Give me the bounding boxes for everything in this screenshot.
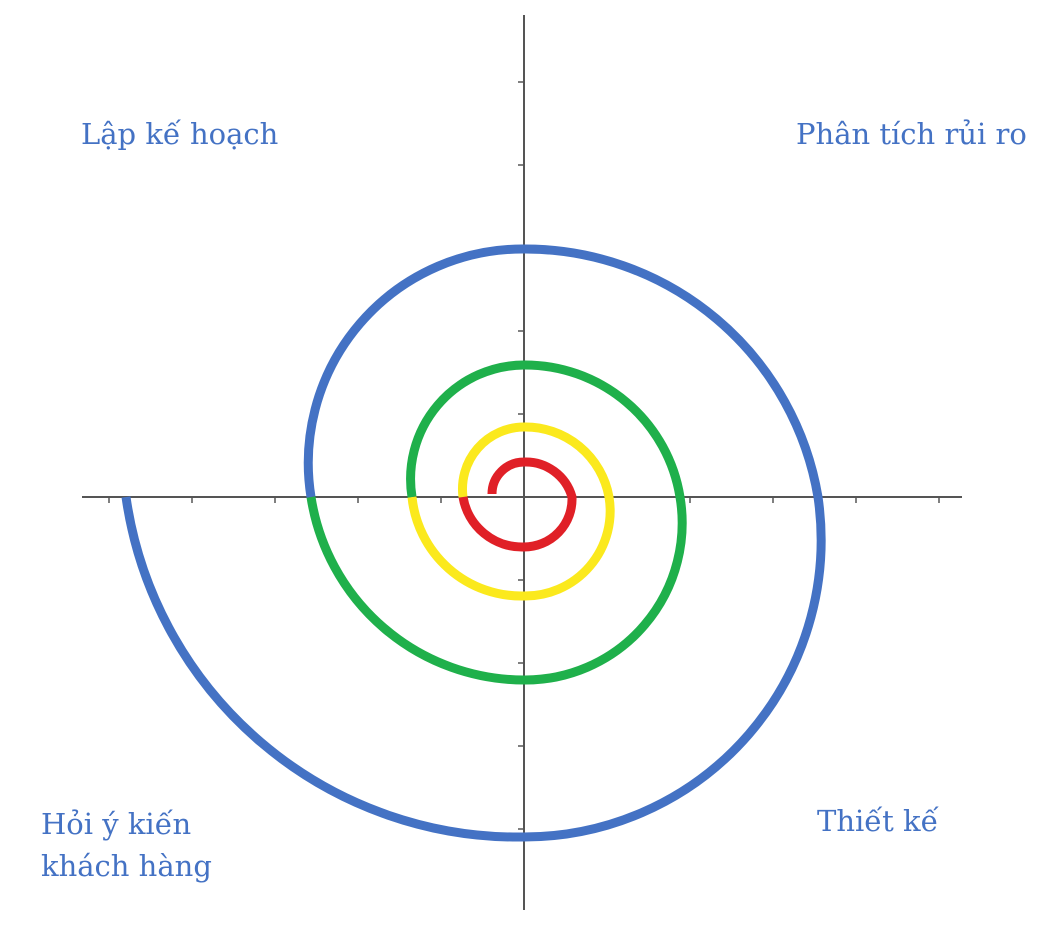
label-customer-evaluation: Hỏi ý kiến khách hàng xyxy=(41,803,212,887)
spiral-turn-green xyxy=(306,360,687,685)
label-planning: Lập kế hoạch xyxy=(81,117,279,151)
spiral-turn-red xyxy=(458,457,577,552)
label-design: Thiết kế xyxy=(817,804,939,838)
label-risk-analysis: Phân tích rủi ro xyxy=(796,117,1027,151)
label-customer-evaluation-line1: Hỏi ý kiến xyxy=(41,807,192,841)
label-customer-evaluation-line2: khách hàng xyxy=(41,849,212,883)
spiral-turn-blue xyxy=(121,244,826,842)
spiral-turn-yellow xyxy=(407,422,615,601)
spiral xyxy=(121,244,826,842)
